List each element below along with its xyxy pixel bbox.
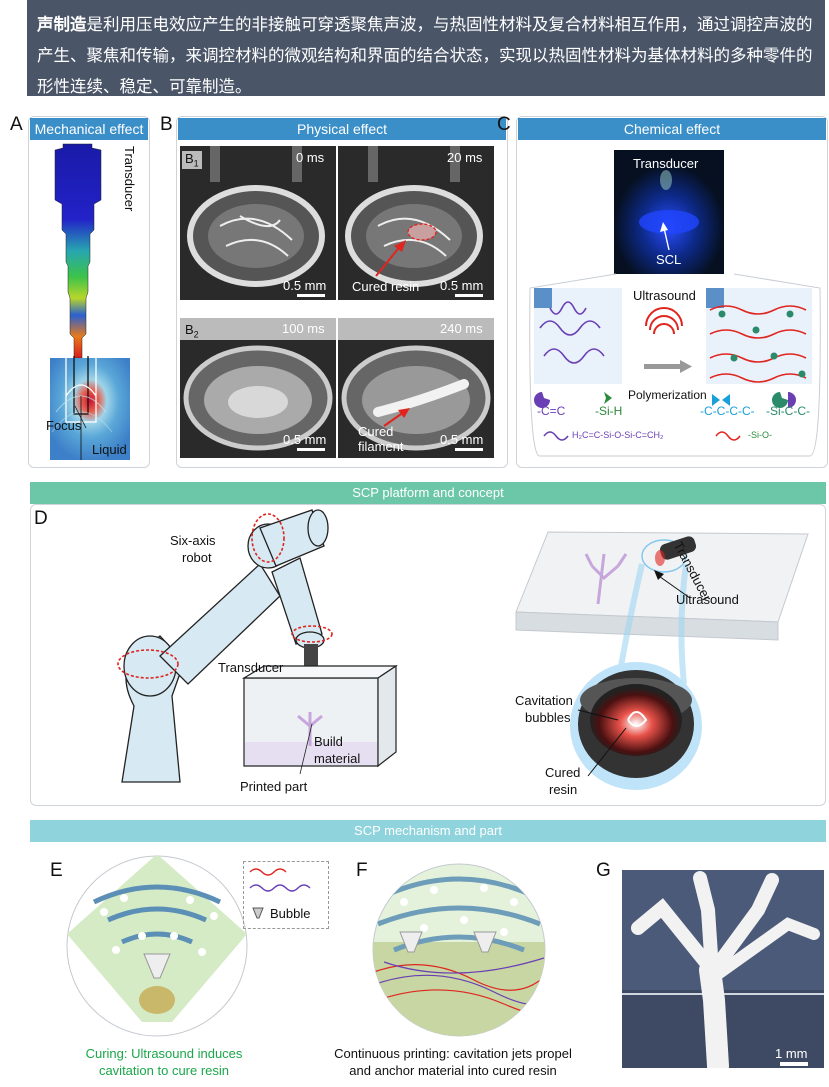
sicc-label: -Si-C-C- — [766, 404, 810, 418]
panel-e-letter: E — [50, 860, 63, 881]
scale-bar-line — [297, 448, 325, 451]
panel-f-letter: F — [356, 860, 368, 881]
panel-c-letter: C — [497, 114, 511, 135]
legend-box: Bubble — [243, 861, 329, 929]
sih-label: -Si-H — [595, 404, 623, 418]
panel-b-title: Physical effect — [178, 118, 506, 140]
six-axis-robot — [117, 509, 398, 783]
transducer-label-d: Transducer — [218, 660, 284, 675]
polymerization-diagram: H₂C=C-Si-O-Si-C=CH₂ -Si-O- — [529, 273, 821, 457]
printed-part-photo — [622, 870, 824, 1068]
panel-c-title: Chemical effect — [518, 118, 826, 140]
scale-bar-b1a: 0.5 mm — [283, 278, 327, 293]
b2-label: B2 — [182, 322, 202, 340]
frame-0ms-photo — [180, 146, 336, 300]
curing-mechanism-illustration — [66, 855, 248, 1037]
b1-label: B1 — [182, 151, 202, 169]
scale-bar-b1b: 0.5 mm — [440, 278, 484, 293]
panel-c-transducer-label: Transducer — [633, 156, 699, 171]
panel-a-title: Mechanical effect — [30, 118, 148, 140]
panel-a-transducer-label: Transducer — [122, 146, 137, 212]
svg-text:-Si-O-: -Si-O- — [748, 430, 772, 440]
time-20ms: 20 ms — [447, 150, 483, 165]
panel-c-frame — [516, 116, 828, 468]
scl-label: SCL — [656, 252, 682, 267]
scale-bar-line — [455, 294, 483, 297]
section-efg-title: SCP mechanism and part — [30, 820, 826, 842]
ultrasound-label-d: Ultrasound — [676, 592, 739, 607]
time-0ms: 0 ms — [296, 150, 325, 165]
bubble-label: Bubble — [270, 906, 311, 921]
scp-concept-illustration — [515, 531, 809, 790]
panel-a-letter: A — [10, 114, 23, 135]
panel-g-letter: G — [596, 860, 611, 881]
panel-d-letter: D — [34, 508, 48, 529]
cc-label: -C=C — [537, 404, 566, 418]
frame-240ms-photo — [338, 318, 494, 458]
red-arrow-icon — [383, 408, 410, 427]
panel-b-letter: B — [160, 114, 173, 135]
panel-d-frame — [30, 504, 826, 806]
time-240ms: 240 ms — [440, 321, 483, 336]
red-arrow-icon — [375, 240, 406, 277]
scale-bar-b2b: 0.5 mm — [440, 432, 484, 447]
header-text: 是利用压电效应产生的非接触可穿透聚焦声波，与热固性材料及复合材料相互作用，通过调… — [37, 15, 813, 96]
scale-bar-line — [455, 448, 483, 451]
header-bold-term: 声制造 — [37, 15, 87, 34]
panel-a-frame — [28, 116, 150, 468]
panel-b-frame — [176, 116, 508, 468]
scale-bar-b2a: 0.5 mm — [283, 432, 327, 447]
panel-a-liquid-label: Liquid — [92, 442, 127, 457]
continuous-printing-caption: Continuous printing: cavitation jets pro… — [334, 1046, 572, 1078]
transducer-simulation — [50, 143, 130, 460]
continuous-printing-illustration — [372, 863, 546, 1037]
time-100ms: 100 ms — [282, 321, 325, 336]
polymerization-label: Polymerization — [628, 388, 707, 402]
svg-text:H₂C=C-Si-O-Si-C=CH₂: H₂C=C-Si-O-Si-C=CH₂ — [572, 430, 664, 440]
header-banner: 声制造是利用压电效应产生的非接触可穿透聚焦声波，与热固性材料及复合材料相互作用，… — [27, 0, 825, 96]
ultrasound-label-c: Ultrasound — [633, 288, 696, 303]
cured-resin-label: Cured resin — [352, 279, 420, 294]
panel-a-focus-label: Focus — [46, 418, 82, 433]
scale-bar-line — [297, 294, 325, 297]
legend-molecules-icon — [249, 868, 311, 892]
scale-bar-g-label: 1 mm — [775, 1046, 808, 1061]
frame-20ms-photo — [338, 146, 494, 300]
bubble-icon — [252, 907, 264, 919]
cccc-label: -C-C-C-C- — [700, 404, 755, 418]
frame-100ms-photo — [180, 318, 336, 458]
scale-bar-g-line — [780, 1062, 808, 1066]
printed-part-label: Printed part — [240, 779, 308, 794]
section-d-title: SCP platform and concept — [30, 482, 826, 504]
scl-photo — [614, 150, 724, 274]
